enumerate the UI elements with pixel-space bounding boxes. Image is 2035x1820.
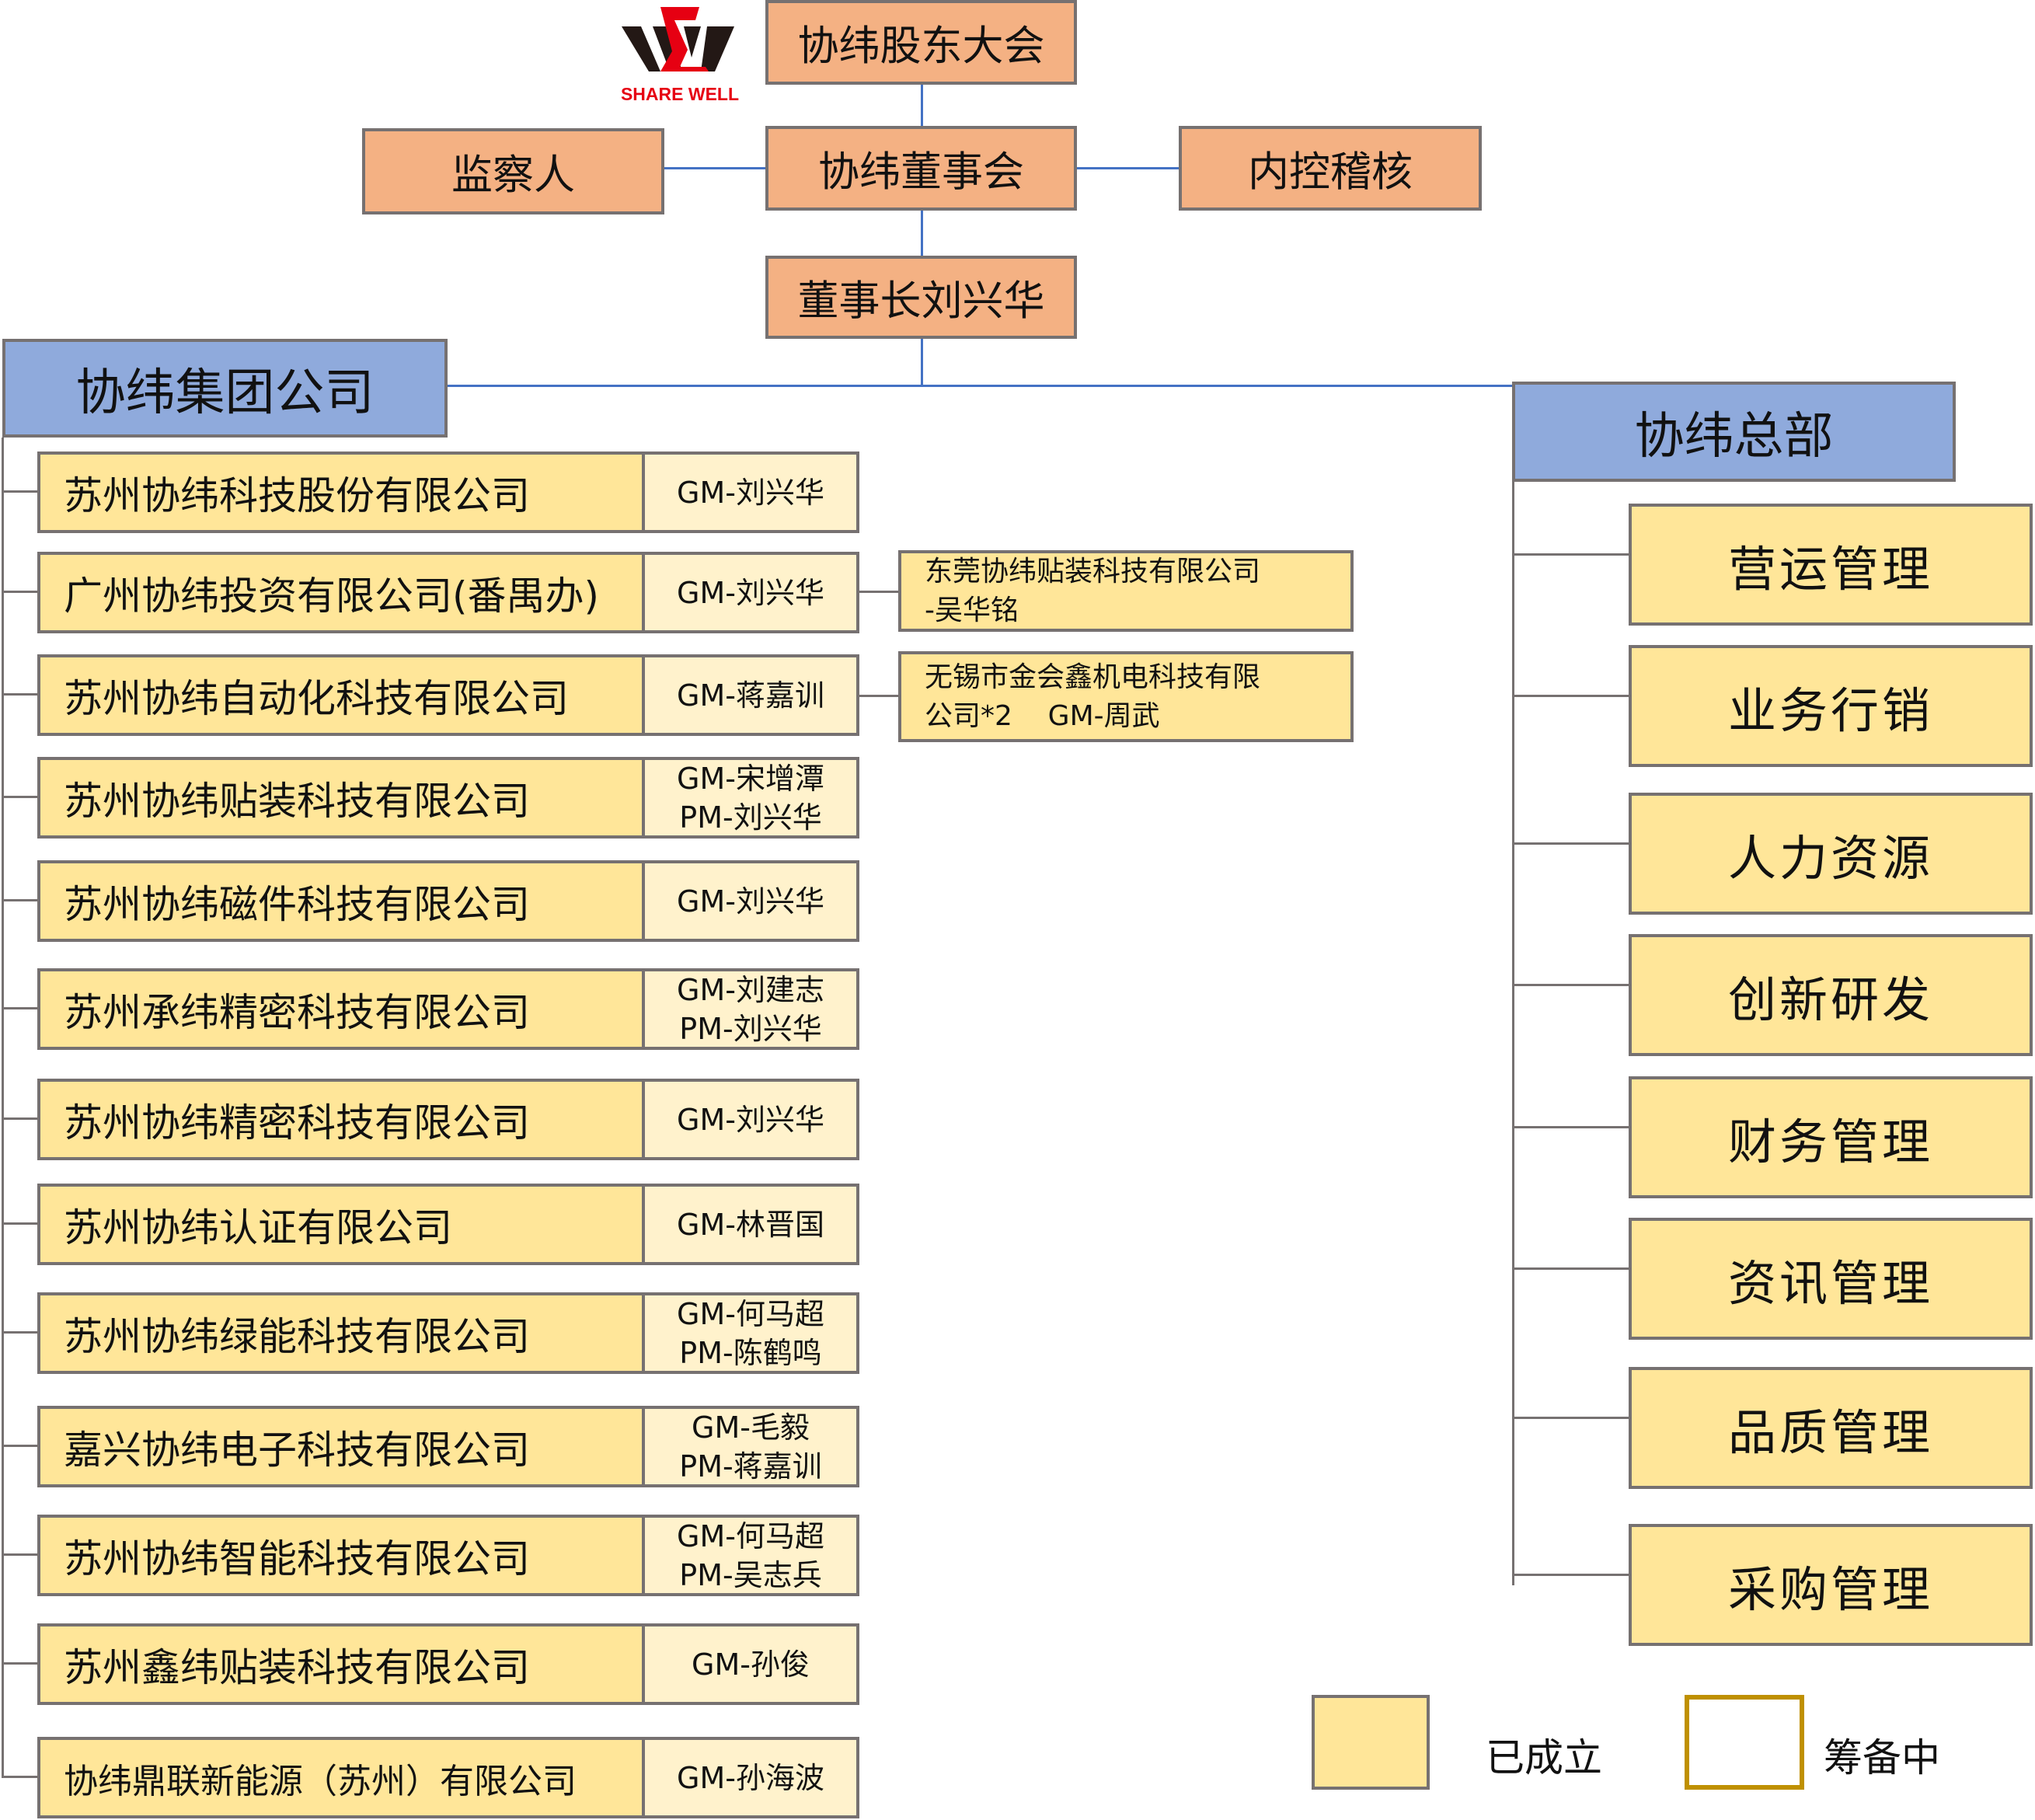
branch-line [2, 1331, 37, 1334]
department-box: 业务行销 [1629, 645, 2033, 767]
company-name-box: 嘉兴协纬电子科技有限公司 [37, 1406, 645, 1487]
department-box: 创新研发 [1629, 934, 2033, 1056]
supervisor-box: 监察人 [362, 128, 664, 214]
company-manager-box: GM-宋增潭 PM-刘兴华 [642, 757, 859, 839]
branch-line [1512, 695, 1629, 697]
company-name-box: 苏州协纬科技股份有限公司 [37, 452, 645, 533]
shareholders-meeting-box: 协纬股东大会 [765, 0, 1077, 85]
branch-line [2, 1776, 37, 1778]
company-manager-box: GM-刘建志 PM-刘兴华 [642, 968, 859, 1050]
company-name-box: 苏州协纬贴装科技有限公司 [37, 757, 645, 839]
connector-line [921, 339, 923, 385]
branch-line [1512, 1126, 1629, 1128]
group-company-box: 协纬集团公司 [2, 339, 448, 438]
company-manager-box: GM-刘兴华 [642, 1079, 859, 1160]
company-manager-box: GM-孙海波 [642, 1737, 859, 1818]
branch-line [2, 1553, 37, 1556]
company-name-box: 广州协纬投资有限公司(番禺办) [37, 552, 645, 633]
connector-line [921, 85, 923, 126]
chairman-box: 董事长刘兴华 [765, 256, 1077, 339]
branch-line [2, 693, 37, 696]
company-name-box: 苏州协纬智能科技有限公司 [37, 1515, 645, 1596]
company-name-box: 协纬鼎联新能源（苏州）有限公司 [37, 1737, 645, 1818]
company-name-box: 苏州鑫纬贴装科技有限公司 [37, 1623, 645, 1705]
company-manager-box: GM-何马超 PM-陈鹤鸣 [642, 1292, 859, 1374]
company-manager-box: GM-蒋嘉训 [642, 654, 859, 736]
headquarters-box: 协纬总部 [1512, 382, 1956, 482]
company-manager-box: GM-刘兴华 [642, 452, 859, 533]
branch-line [1512, 1267, 1629, 1270]
company-manager-box: GM-林晋国 [642, 1184, 859, 1265]
share-well-logo: SHARE WELL [614, 3, 746, 104]
branch-line [2, 490, 37, 493]
department-box: 品质管理 [1629, 1367, 2033, 1489]
logo-mark-icon [622, 7, 734, 71]
branch-line [2, 1662, 37, 1665]
company-manager-box: GM-刘兴华 [642, 552, 859, 633]
internal-audit-box: 内控稽核 [1179, 126, 1482, 211]
department-box: 采购管理 [1629, 1524, 2033, 1646]
department-box: 人力资源 [1629, 793, 2033, 915]
branch-line [2, 1117, 37, 1120]
legend-preparing-swatch [1685, 1695, 1804, 1790]
branch-line [2, 1007, 37, 1009]
company-manager-box: GM-毛毅 PM-蒋嘉训 [642, 1406, 859, 1487]
logo-text: SHARE WELL [620, 84, 740, 104]
department-box: 营运管理 [1629, 504, 2033, 626]
company-name-box: 苏州协纬精密科技有限公司 [37, 1079, 645, 1160]
subsidiary-box: 东莞协纬贴装科技有限公司 -吴华铭 [898, 550, 1354, 632]
branch-line [859, 695, 898, 697]
department-box: 财务管理 [1629, 1076, 2033, 1198]
company-name-box: 苏州协纬磁件科技有限公司 [37, 860, 645, 942]
company-manager-box: GM-刘兴华 [642, 860, 859, 942]
branch-line [2, 1445, 37, 1447]
company-name-box: 苏州协纬认证有限公司 [37, 1184, 645, 1265]
company-name-box: 苏州协纬绿能科技有限公司 [37, 1292, 645, 1374]
company-name-box: 苏州承纬精密科技有限公司 [37, 968, 645, 1050]
legend-established-swatch [1312, 1695, 1430, 1790]
legend-preparing-label: 筹备中 [1824, 1735, 1940, 1780]
branch-line [1512, 1574, 1629, 1576]
hq-trunk-line [1512, 482, 1514, 1585]
company-manager-box: GM-何马超 PM-吴志兵 [642, 1515, 859, 1596]
branch-line [2, 1222, 37, 1225]
company-manager-box: GM-孙俊 [642, 1623, 859, 1705]
group-trunk-line [2, 438, 4, 1778]
branch-line [2, 899, 37, 901]
company-name-box: 苏州协纬自动化科技有限公司 [37, 654, 645, 736]
branch-line [2, 591, 37, 593]
connector-line [921, 211, 923, 256]
branch-line [1512, 553, 1629, 556]
branch-line [2, 796, 37, 798]
connector-line [448, 385, 1512, 387]
branch-line [1512, 984, 1629, 986]
department-box: 资讯管理 [1629, 1218, 2033, 1340]
connector-line [664, 167, 765, 169]
connector-line [1077, 167, 1179, 169]
legend-established-label: 已成立 [1486, 1735, 1602, 1780]
branch-line [1512, 842, 1629, 845]
branch-line [1512, 1417, 1629, 1419]
board-box: 协纬董事会 [765, 126, 1077, 211]
branch-line [859, 591, 898, 593]
subsidiary-box: 无锡市金会鑫机电科技有限 公司*2 GM-周武 [898, 651, 1354, 742]
